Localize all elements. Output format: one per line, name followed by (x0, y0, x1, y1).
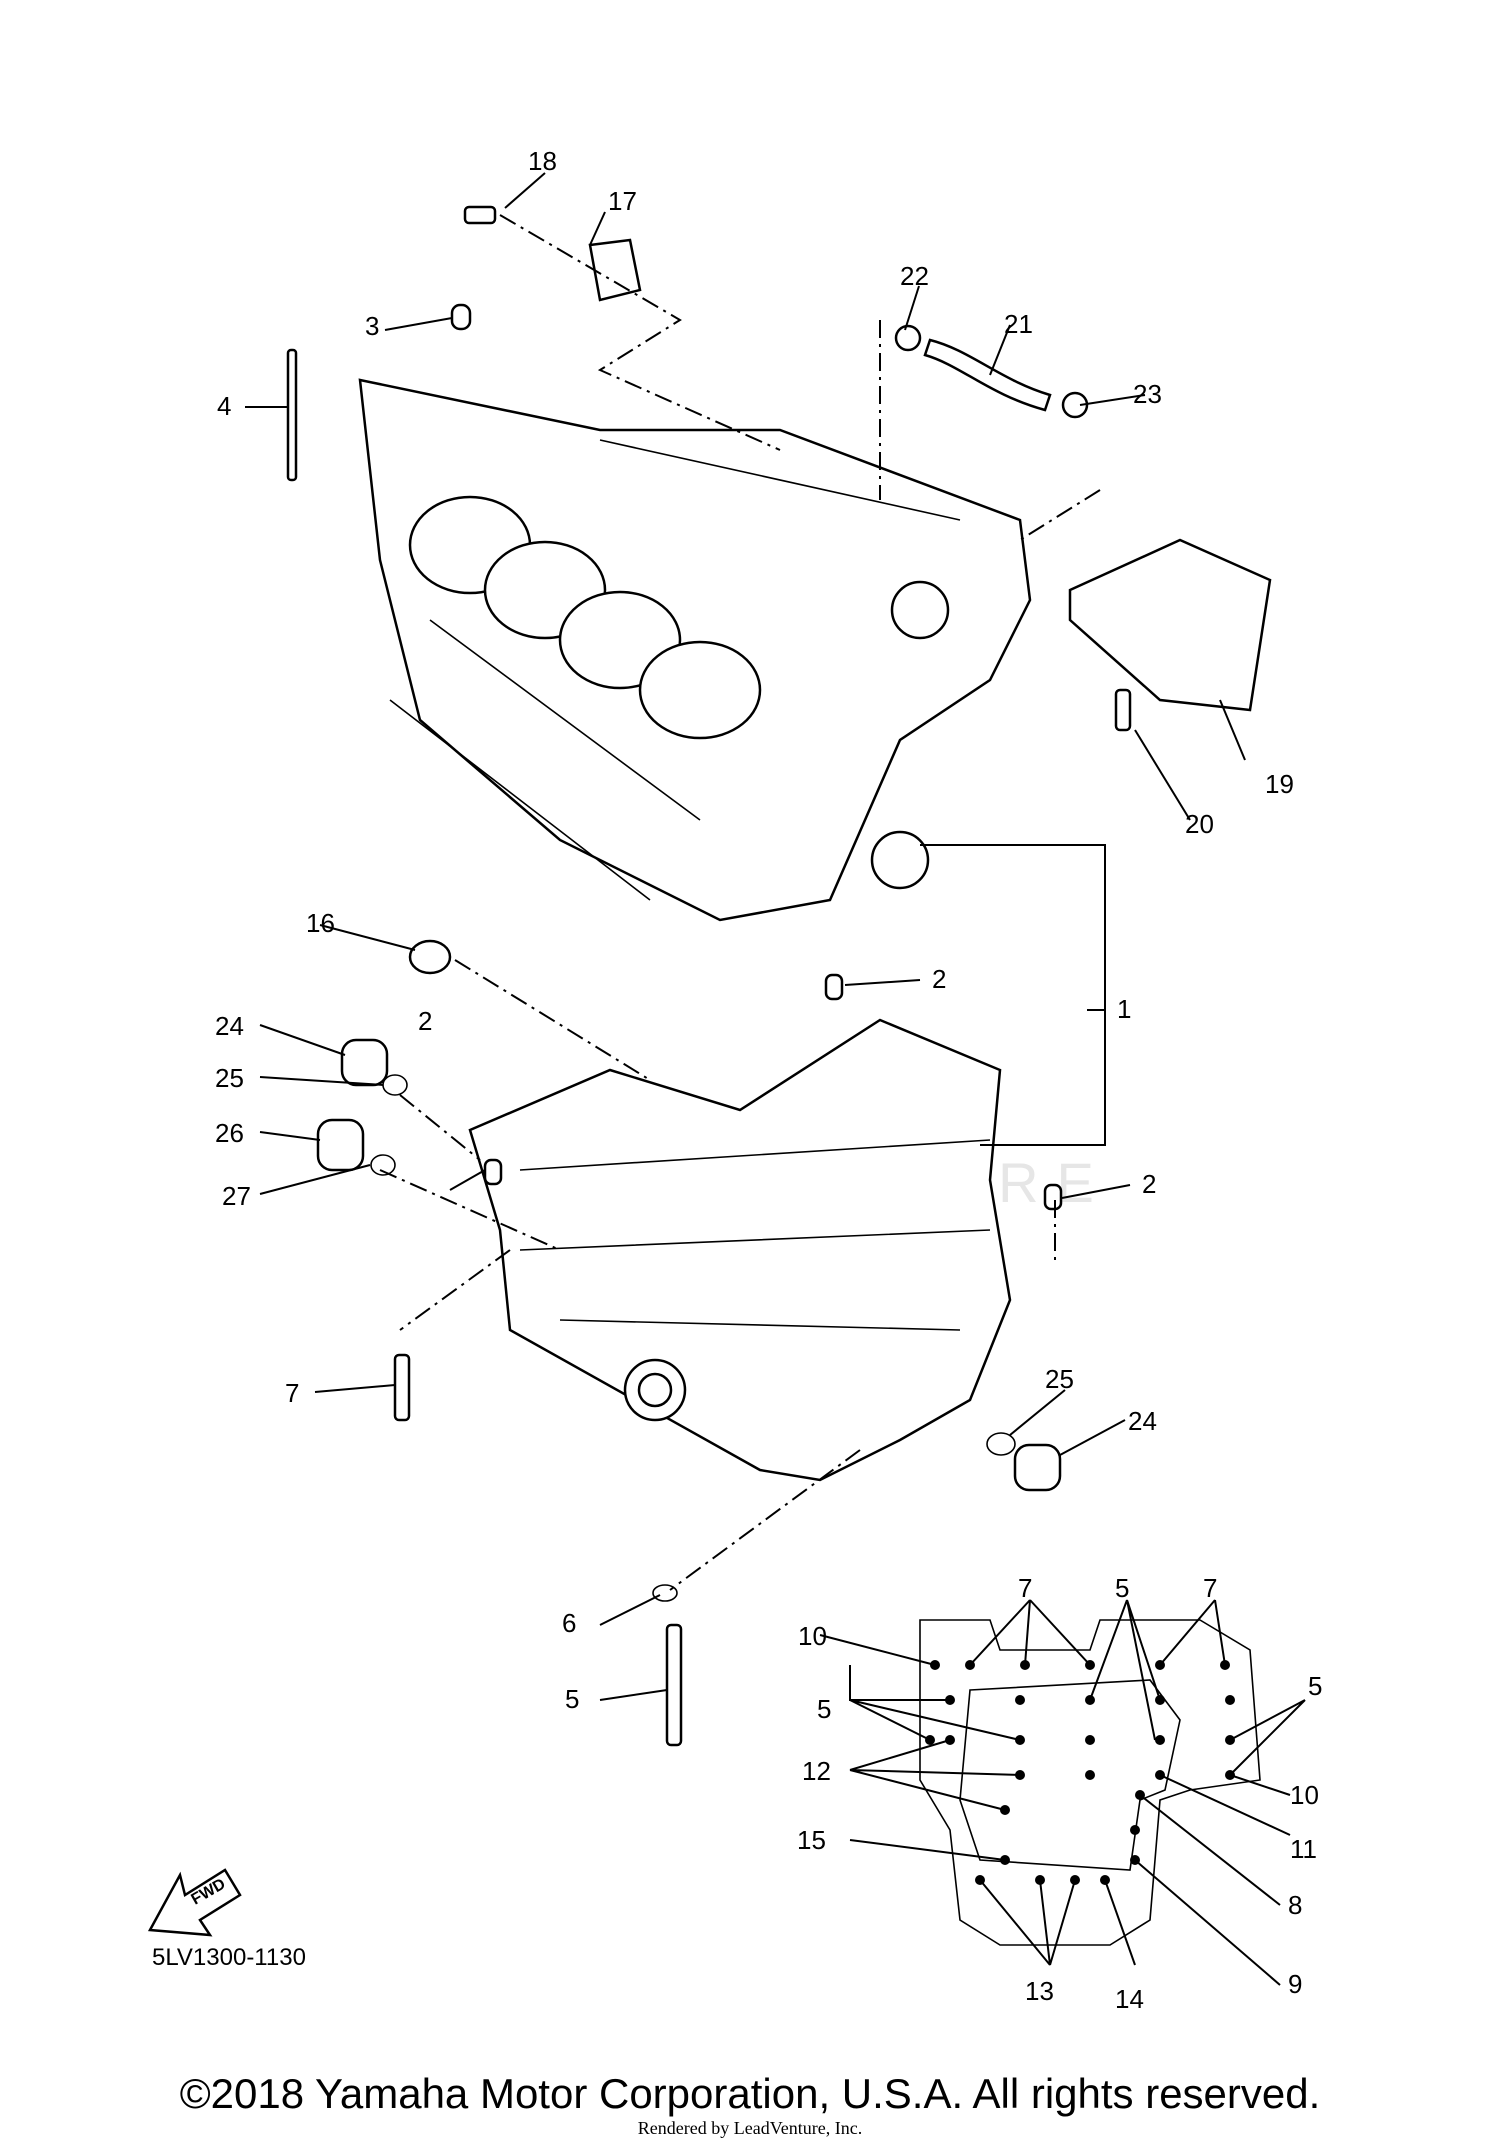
callout-21: 21 (1004, 309, 1033, 339)
callout-6: 6 (562, 1608, 576, 1638)
callout-26: 26 (215, 1118, 244, 1148)
seq-5a: 5 (1115, 1573, 1129, 1603)
seq-7a: 7 (1018, 1573, 1032, 1603)
leader-lines (245, 172, 1246, 1701)
seq-10b: 10 (1290, 1780, 1319, 1810)
callout-7: 7 (285, 1378, 299, 1408)
rendered-by-notice: Rendered by LeadVenture, Inc. (637, 2118, 863, 2138)
seq-8: 8 (1288, 1890, 1302, 1920)
seq-5b: 5 (1308, 1671, 1322, 1701)
upper-crankcase (358, 378, 1032, 922)
seq-11: 11 (1290, 1834, 1317, 1864)
callout-24a: 24 (215, 1011, 244, 1041)
callout-19: 19 (1265, 769, 1294, 799)
seq-9: 9 (1288, 1969, 1302, 1999)
callout-5: 5 (565, 1684, 579, 1714)
callout-25b: 25 (1045, 1364, 1074, 1394)
diagram-code: 5LV1300-1130 (152, 1944, 306, 1971)
seq-13: 13 (1025, 1976, 1054, 2006)
seq-10a: 10 (798, 1621, 827, 1651)
callout-1: 1 (1117, 994, 1131, 1024)
callout-22: 22 (900, 261, 929, 291)
callout-16: 16 (306, 908, 335, 938)
tightening-sequence-labels: 7 5 7 10 5 5 12 10 11 15 8 9 13 14 (797, 1573, 1322, 2014)
copyright-notice: ©2018 Yamaha Motor Corporation, U.S.A. A… (179, 2070, 1321, 2117)
callout-2b: 2 (418, 1006, 432, 1036)
bolt-holes (925, 1660, 1235, 1885)
callout-25a: 25 (215, 1063, 244, 1093)
seq-15: 15 (797, 1825, 826, 1855)
small-parts (286, 205, 1272, 1747)
callout-2c: 2 (1142, 1169, 1156, 1199)
seq-14: 14 (1115, 1984, 1144, 2014)
callout-23: 23 (1133, 379, 1162, 409)
callout-3: 3 (365, 311, 379, 341)
callout-27: 27 (222, 1181, 251, 1211)
callout-24b: 24 (1128, 1406, 1157, 1436)
lower-crankcase (468, 1018, 1012, 1482)
seq-5c: 5 (817, 1694, 831, 1724)
callout-20: 20 (1185, 809, 1214, 839)
fwd-arrow: FWD (147, 1868, 242, 1937)
seq-7b: 7 (1203, 1573, 1217, 1603)
callout-4: 4 (217, 391, 231, 421)
callout-2a: 2 (932, 964, 946, 994)
assembly-lines (379, 214, 1101, 1591)
callout-18: 18 (528, 146, 557, 176)
callout-17: 17 (608, 186, 637, 216)
tightening-sequence-diagram (819, 1599, 1306, 1986)
seq-12: 12 (802, 1756, 831, 1786)
callout-labels: 18 17 3 4 22 21 23 19 20 16 2 1 24 2 25 … (215, 146, 1294, 1714)
